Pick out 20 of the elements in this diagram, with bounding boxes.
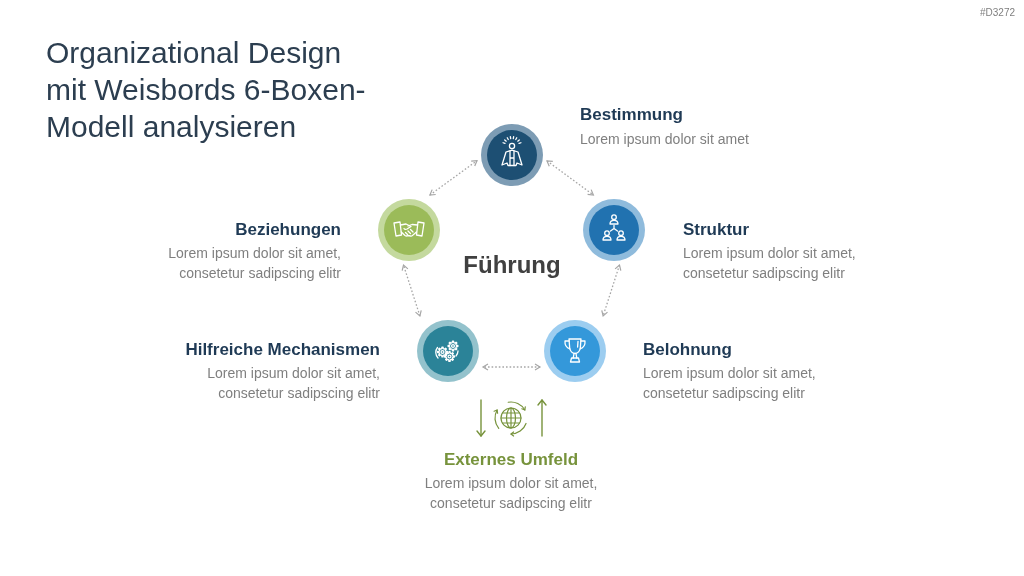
heading: Struktur — [683, 219, 750, 241]
heading: Beziehungen — [235, 219, 341, 241]
connector-arrow — [401, 264, 422, 317]
description: Lorem ipsum dolor sit amet, consetetur sadipscing elitr — [643, 364, 817, 403]
description: Lorem ipsum dolor sit amet, consetetur sadipscing elitr — [424, 474, 598, 513]
heading: Externes Umfeld — [443, 449, 579, 471]
description: Lorem ipsum dolor sit amet — [580, 129, 750, 149]
reference-code: #D3272 — [979, 7, 1015, 19]
connector-arrow — [482, 363, 541, 371]
connector-arrow — [601, 264, 622, 317]
heading: Hilfreiche Mechanismen — [185, 339, 380, 361]
center-label: Führung — [463, 250, 561, 279]
connector-arrow — [546, 160, 595, 196]
description: Lorem ipsum dolor sit amet, consetetur sadipscing elitr — [206, 364, 380, 403]
heading: Belohnung — [643, 339, 732, 361]
description: Lorem ipsum dolor sit amet, consetetur sadipscing elitr — [167, 244, 341, 283]
title: Organizational Design mit Weisbords 6-Boxen-Modell analysieren — [46, 34, 367, 145]
heading: Bestimmung — [580, 104, 683, 126]
description: Lorem ipsum dolor sit amet, consetetur sadipscing elitr — [683, 244, 857, 283]
connector-arrow — [429, 160, 478, 196]
